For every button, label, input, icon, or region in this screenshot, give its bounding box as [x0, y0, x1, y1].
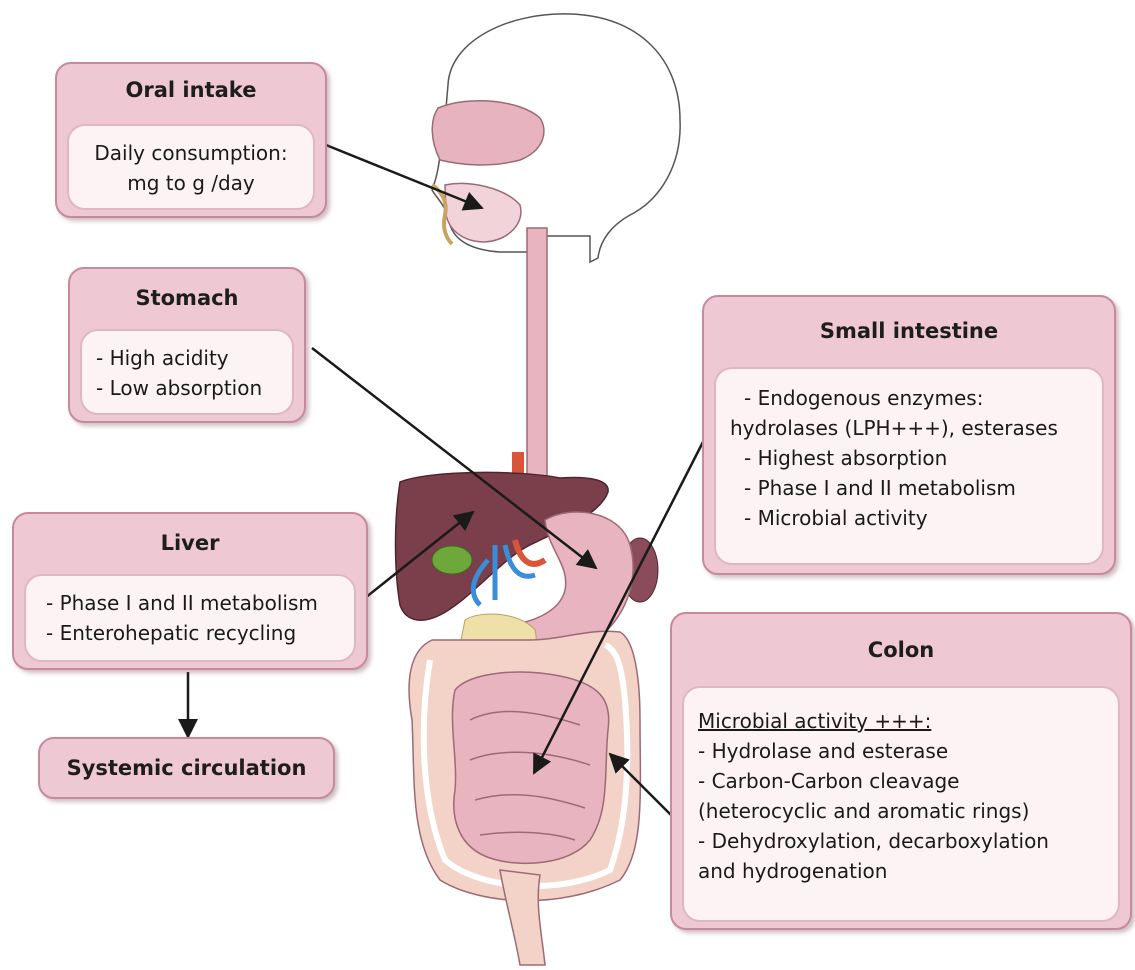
oral-intake-box: Oral intake Daily consumption: mg to g /… [55, 62, 327, 218]
colon-line: - Hydrolase and esterase [698, 736, 1118, 766]
esophagus [527, 228, 547, 478]
mouth-tongue [445, 184, 521, 242]
gallbladder [432, 546, 472, 574]
liver-box: Liver - Phase I and II metabolism - Ente… [12, 512, 368, 670]
small-intestine-line: hydrolases (LPH+++), esterases [730, 413, 1102, 443]
small-intestine-box: Small intestine - Endogenous enzymes: hy… [702, 295, 1116, 575]
oral-line: mg to g /day [69, 168, 313, 198]
stomach-box: Stomach - High acidity - Low absorption [68, 267, 306, 423]
colon-box: Colon Microbial activity +++: - Hydrolas… [670, 612, 1132, 930]
small-intestine-line: - Highest absorption [730, 443, 1102, 473]
systemic-circulation-box: Systemic circulation [38, 737, 335, 799]
systemic-circulation-title: Systemic circulation [40, 756, 333, 780]
small-intestine-line: - Phase I and II metabolism [730, 473, 1102, 503]
colon-details: Microbial activity +++: - Hydrolase and … [682, 686, 1120, 922]
oral-intake-title: Oral intake [57, 78, 325, 102]
liver-details: - Phase I and II metabolism - Enterohepa… [24, 574, 356, 662]
small-intestine-line: - Microbial activity [730, 503, 1102, 533]
stomach-line: - Low absorption [96, 373, 292, 403]
nasal-cavity [432, 101, 544, 165]
liver-title: Liver [14, 531, 366, 555]
stomach-details: - High acidity - Low absorption [80, 329, 294, 415]
small-intestine-title: Small intestine [704, 319, 1114, 343]
small-intestine-organ [452, 672, 608, 863]
colon-title: Colon [672, 638, 1130, 662]
small-intestine-details: - Endogenous enzymes: hydrolases (LPH+++… [714, 367, 1104, 565]
rectum [500, 870, 545, 965]
colon-line: (heterocyclic and aromatic rings) [698, 796, 1118, 826]
oral-line: Daily consumption: [69, 138, 313, 168]
liver-line: - Enterohepatic recycling [46, 618, 354, 648]
stomach-title: Stomach [70, 286, 304, 310]
liver-line: - Phase I and II metabolism [46, 588, 354, 618]
colon-line: Microbial activity +++: [698, 706, 1118, 736]
small-intestine-line: - Endogenous enzymes: [730, 383, 1102, 413]
colon-line: and hydrogenation [698, 856, 1118, 886]
oral-intake-details: Daily consumption: mg to g /day [67, 124, 315, 210]
stomach-line: - High acidity [96, 343, 292, 373]
colon-line: - Dehydroxylation, decarboxylation [698, 826, 1118, 856]
colon-line: - Carbon-Carbon cleavage [698, 766, 1118, 796]
